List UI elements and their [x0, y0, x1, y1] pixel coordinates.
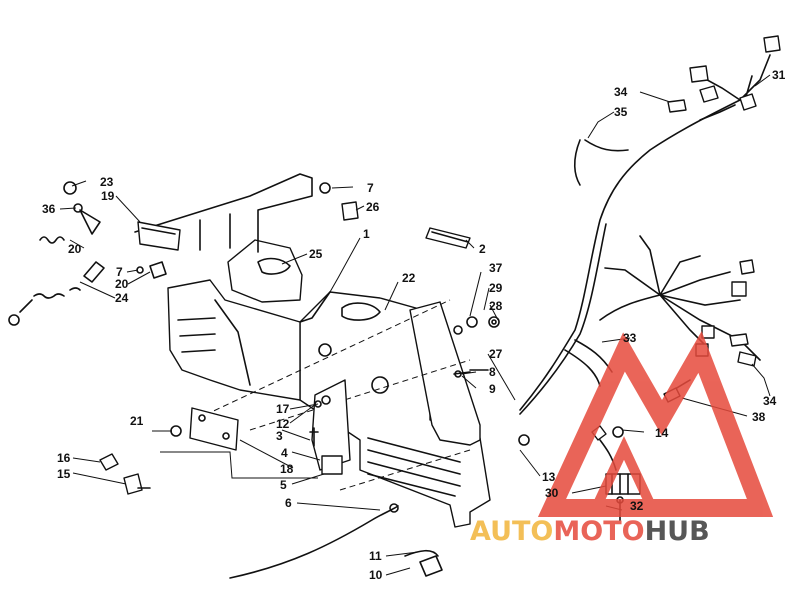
watermark-part-auto: AUTO: [470, 516, 553, 547]
callout-label: 22: [402, 271, 416, 285]
callout-label: 38: [752, 410, 766, 424]
callout-label: 3: [276, 429, 283, 443]
callout-label: 28: [489, 299, 503, 313]
callout-label: 7: [367, 181, 374, 195]
callout-label: 17: [276, 402, 290, 416]
callout-label: 19: [101, 189, 115, 203]
callout-label: 32: [630, 499, 644, 513]
callout-label: 21: [130, 414, 144, 428]
callout-label: 18: [280, 462, 294, 476]
callout-label: 10: [369, 568, 383, 582]
watermark-triangle-mark: [537, 331, 774, 517]
watermark-text: AUTOMOTOHUB: [470, 516, 710, 547]
left-components: [8, 181, 443, 579]
callout-label: 30: [545, 486, 559, 500]
callout-label: 37: [489, 261, 503, 275]
callout-label: 35: [614, 105, 628, 119]
callout-label: 6: [285, 496, 292, 510]
right-hardware: [425, 227, 530, 446]
callout-label: 34: [763, 394, 777, 408]
callout-label: 11: [369, 549, 382, 563]
callout-label: 9: [489, 382, 496, 396]
callout-label: 13: [542, 470, 556, 484]
watermark-part-hub: HUB: [645, 516, 710, 547]
leader-lines: [59, 74, 771, 576]
callout-label: 20: [68, 242, 82, 256]
callout-label: 1: [363, 227, 370, 241]
callout-label: 24: [115, 291, 129, 305]
callout-label: 7: [116, 265, 123, 279]
watermark-part-moto: MOTO: [553, 516, 644, 547]
callout-label: 8: [489, 365, 496, 379]
callout-label: 12: [276, 417, 290, 431]
callout-label: 34: [614, 85, 628, 99]
callout-label: 14: [655, 426, 669, 440]
callout-label: 36: [42, 202, 56, 216]
callout-label: 20: [115, 277, 129, 291]
callout-labels: 1 2 3 4 5 6 7 7 8 9 10 11 12 13 14 15 16…: [42, 68, 786, 582]
wiring-harness: [519, 35, 781, 521]
callout-label: 33: [623, 331, 637, 345]
callout-label: 26: [366, 200, 380, 214]
callout-label: 5: [280, 478, 287, 492]
callout-label: 25: [309, 247, 323, 261]
callout-label: 31: [772, 68, 786, 82]
callout-label: 2: [479, 242, 486, 256]
callout-label: 29: [489, 281, 503, 295]
watermark-logo: AUTOMOTOHUB: [470, 331, 774, 547]
console-body: [134, 173, 491, 528]
callout-label: 15: [57, 467, 71, 481]
callout-label: 16: [57, 451, 71, 465]
callout-label: 4: [281, 446, 288, 460]
callout-label: 27: [489, 347, 503, 361]
callout-label: 23: [100, 175, 114, 189]
